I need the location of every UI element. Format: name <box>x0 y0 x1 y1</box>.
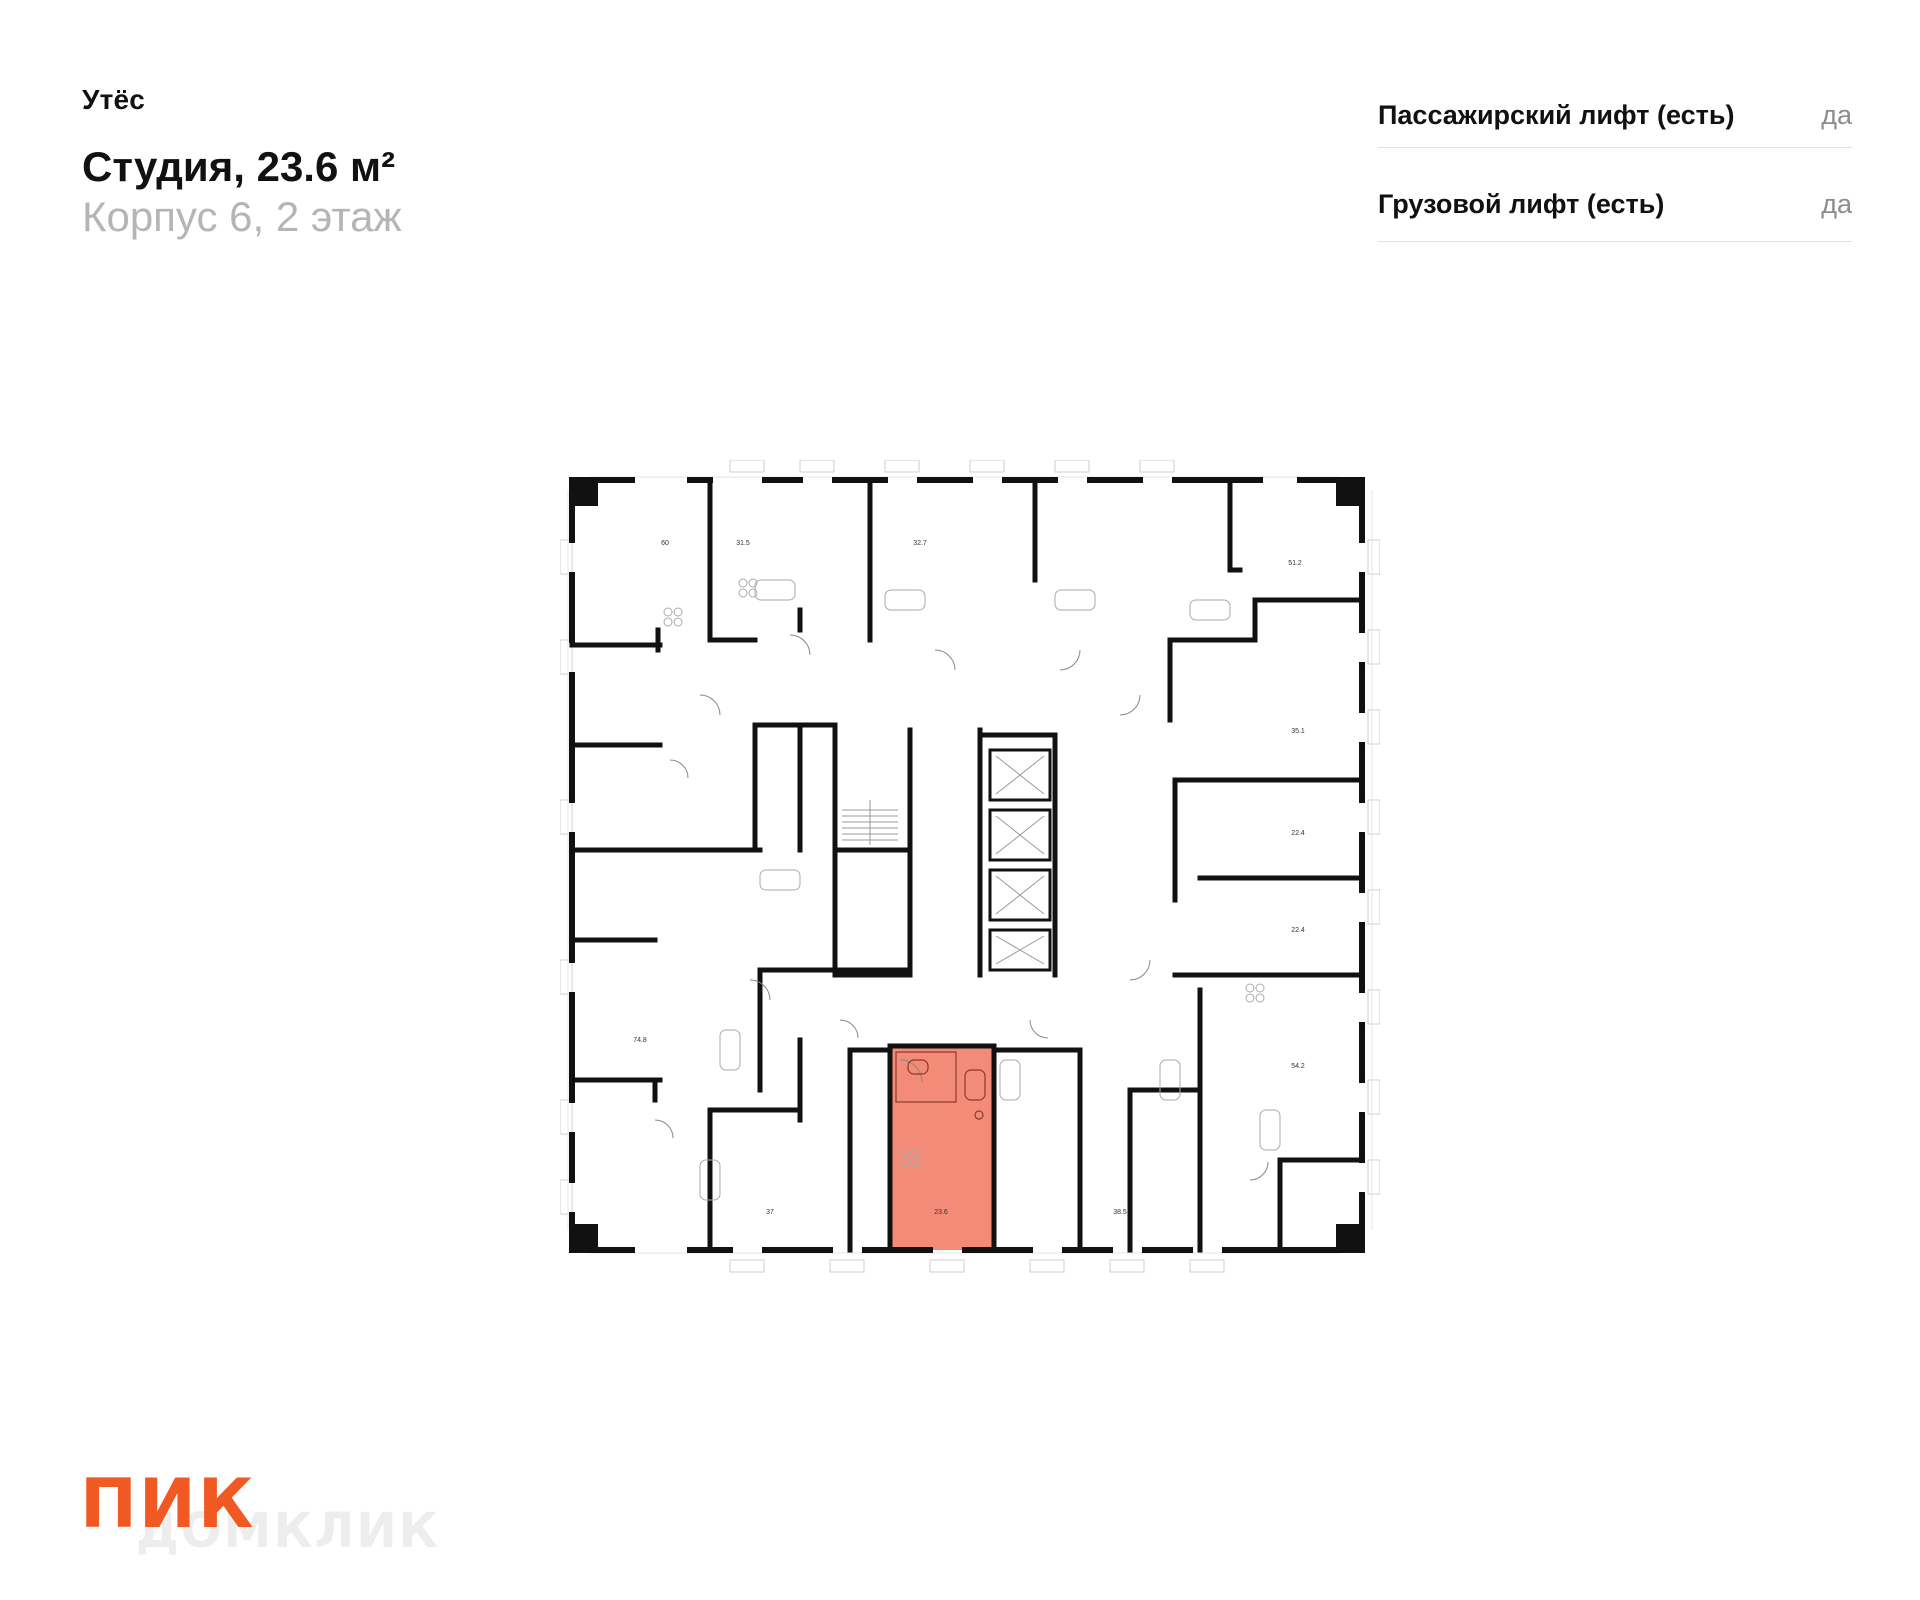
feature-label: Грузовой лифт (есть) <box>1378 189 1665 219</box>
highlighted-apartment-fixtures <box>895 1051 986 1120</box>
room-area-label: 32.7 <box>913 540 927 547</box>
feature-label: Пассажирский лифт (есть) <box>1378 100 1735 130</box>
room-area-label: 60 <box>661 540 669 547</box>
floor-plan: 60 31.5 32.7 51.2 35.1 22.4 22.4 74.8 54… <box>560 460 1380 1273</box>
feature-row-freight-lift: Грузовой лифт (есть) да <box>1378 148 1852 242</box>
room-area-label: 74.8 <box>633 1037 647 1044</box>
feature-row-passenger-lift: Пассажирский лифт (есть) да <box>1378 70 1852 148</box>
highlighted-apartment[interactable] <box>890 1046 994 1250</box>
interior-walls <box>569 477 1365 1253</box>
staircase <box>842 800 898 845</box>
room-area-label: 38.5 <box>1113 1209 1127 1216</box>
door-swings <box>654 634 1269 1181</box>
pik-logo: ПИК <box>80 1465 256 1544</box>
project-name: Утёс <box>82 84 146 115</box>
logo: ДОМКЛИК ПИК <box>64 1470 444 1560</box>
apartment-title: Студия, 23.6 м² <box>82 143 396 190</box>
room-area-label: 22.4 <box>1291 927 1305 934</box>
features-list: Пассажирский лифт (есть) да Грузовой лиф… <box>1378 70 1852 242</box>
room-area-label: 35.1 <box>1291 728 1305 735</box>
room-area-label: 22.4 <box>1291 830 1305 837</box>
elevator-shafts <box>988 748 1052 972</box>
domclick-watermark: ДОМКЛИК <box>136 1503 440 1559</box>
room-area-label: 31.5 <box>736 540 750 547</box>
feature-value: да <box>1821 189 1852 219</box>
room-labels: 60 31.5 32.7 51.2 35.1 22.4 22.4 74.8 54… <box>633 540 1305 1216</box>
corner-columns <box>572 480 1362 1250</box>
window-marks <box>560 460 1380 1273</box>
feature-value: да <box>1821 100 1852 130</box>
room-area-label: 37 <box>766 1209 774 1216</box>
fixtures <box>663 578 1281 1201</box>
header-block: Утёс Студия, 23.6 м² Корпус 6, 2 этаж <box>82 84 402 242</box>
room-area-label: 51.2 <box>1288 560 1302 567</box>
elevator-cross-marks <box>995 755 1045 965</box>
room-area-label: 23.6 <box>934 1209 948 1216</box>
building-floor: Корпус 6, 2 этаж <box>82 193 402 240</box>
room-area-label: 54.2 <box>1291 1063 1305 1070</box>
